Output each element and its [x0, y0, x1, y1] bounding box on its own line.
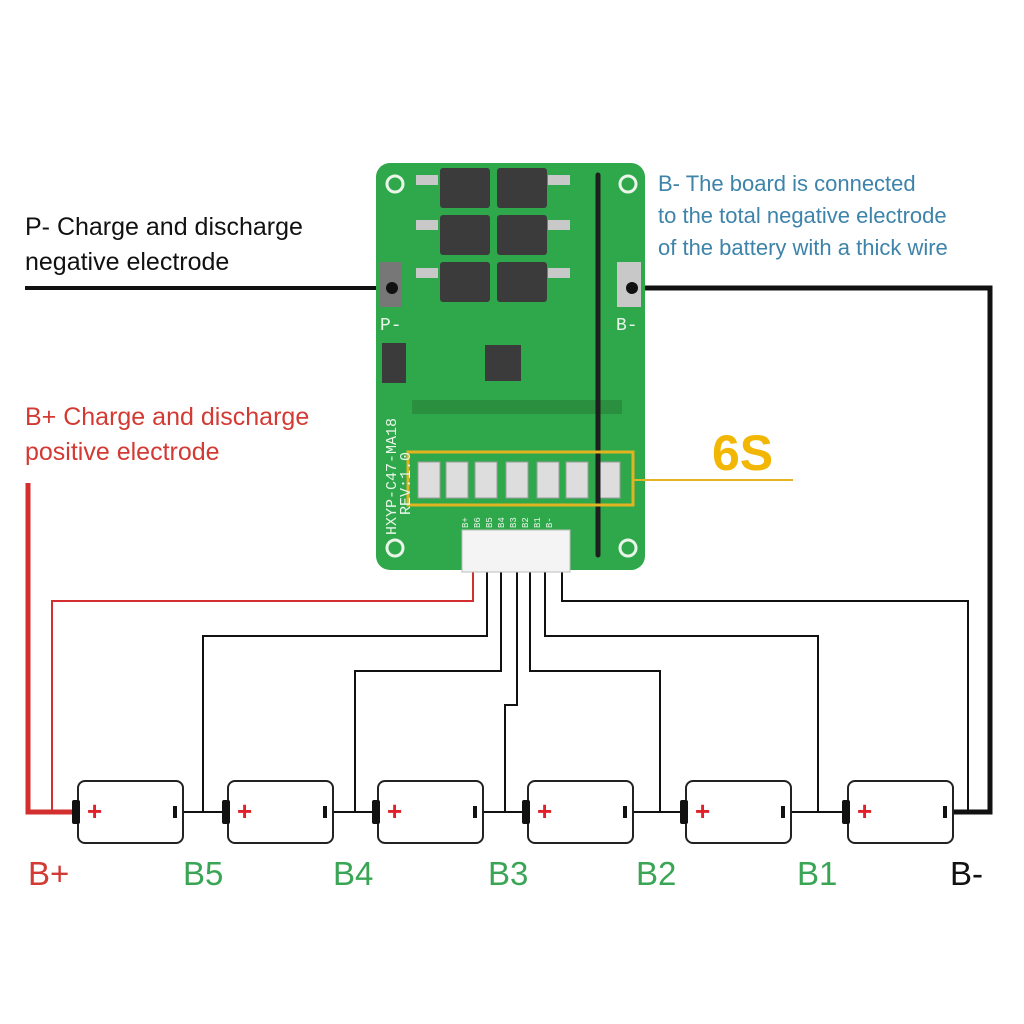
positive-terminal	[222, 800, 230, 824]
board-revision: REV:1.0	[398, 452, 415, 515]
pin-label: B3	[509, 517, 519, 528]
terminal-label-b-minus: B-	[950, 855, 983, 892]
pin-label: B6	[473, 517, 483, 528]
annotation-line: P- Charge and discharge	[25, 213, 303, 241]
b-minus-thick-wire	[632, 285, 993, 815]
b-minus-annotation: B- The board is connected to the total n…	[658, 168, 948, 264]
annotation-line: positive electrode	[25, 438, 220, 466]
battery-cell: +	[72, 780, 184, 844]
p-pad-label: P-	[380, 316, 402, 336]
pin-label: B-	[545, 517, 555, 528]
terminal-label-b4: B4	[333, 855, 374, 892]
b-plus-thick-wire	[25, 483, 76, 815]
plus-icon: +	[87, 796, 102, 826]
b-plus-annotation: B+ Charge and discharge positive electro…	[25, 400, 309, 470]
positive-terminal	[842, 800, 850, 824]
sense-wire-b2	[529, 570, 661, 812]
sense-wire-b-plus	[51, 570, 474, 812]
minus-icon	[173, 806, 177, 818]
minus-icon	[943, 806, 947, 818]
plus-icon: +	[857, 796, 872, 826]
terminal-label-b3: B3	[488, 855, 529, 892]
battery-cell: +	[222, 780, 334, 844]
p-minus-annotation: P- Charge and discharge negative electro…	[25, 210, 303, 280]
plus-icon: +	[537, 796, 552, 826]
annotation-line: B- The board is connected	[658, 171, 916, 196]
minus-icon	[323, 806, 327, 818]
sense-wire-b1	[544, 570, 819, 812]
annotation-line: to the total negative electrode	[658, 202, 947, 228]
pin-label: B+	[461, 517, 471, 528]
plus-icon: +	[695, 796, 710, 826]
annotation-line: of the battery with a thick wire	[658, 234, 948, 260]
cell-count-label: 6S	[712, 425, 774, 481]
sense-wire-b3	[504, 570, 518, 812]
terminal-label-b1: B1	[797, 855, 838, 892]
annotation-line: negative electrode	[25, 248, 230, 276]
battery-cell: +	[372, 780, 484, 844]
minus-icon	[473, 806, 477, 818]
battery-cell: +	[842, 780, 954, 844]
balance-connector	[461, 529, 571, 573]
positive-terminal	[522, 800, 530, 824]
terminal-label-b-plus: B+	[28, 855, 70, 892]
minus-icon	[623, 806, 627, 818]
minus-icon	[781, 806, 785, 818]
positive-terminal	[680, 800, 688, 824]
b-pad-label: B-	[616, 316, 638, 336]
sense-wire-b5	[202, 570, 488, 812]
sense-wire-b4	[354, 570, 502, 812]
terminal-label-b2: B2	[636, 855, 677, 892]
terminal-label-b5: B5	[183, 855, 224, 892]
positive-terminal	[72, 800, 80, 824]
sense-wire-b-minus	[561, 570, 969, 812]
plus-icon: +	[237, 796, 252, 826]
pin-label: B5	[485, 517, 495, 528]
pin-label: B1	[533, 517, 543, 528]
bms-board: P- B- HXYP-C47-MA18 REV:1.0 B+ B6 B5 B4 …	[376, 163, 793, 573]
pin-label: B2	[521, 517, 531, 528]
annotation-line: B+ Charge and discharge	[25, 403, 310, 431]
positive-terminal	[372, 800, 380, 824]
battery-cell: +	[680, 780, 792, 844]
six-s-highlight-box	[406, 450, 635, 507]
board-model: HXYP-C47-MA18	[384, 418, 401, 535]
pin-label: B4	[497, 517, 507, 528]
plus-icon: +	[387, 796, 402, 826]
battery-cell: +	[522, 780, 634, 844]
